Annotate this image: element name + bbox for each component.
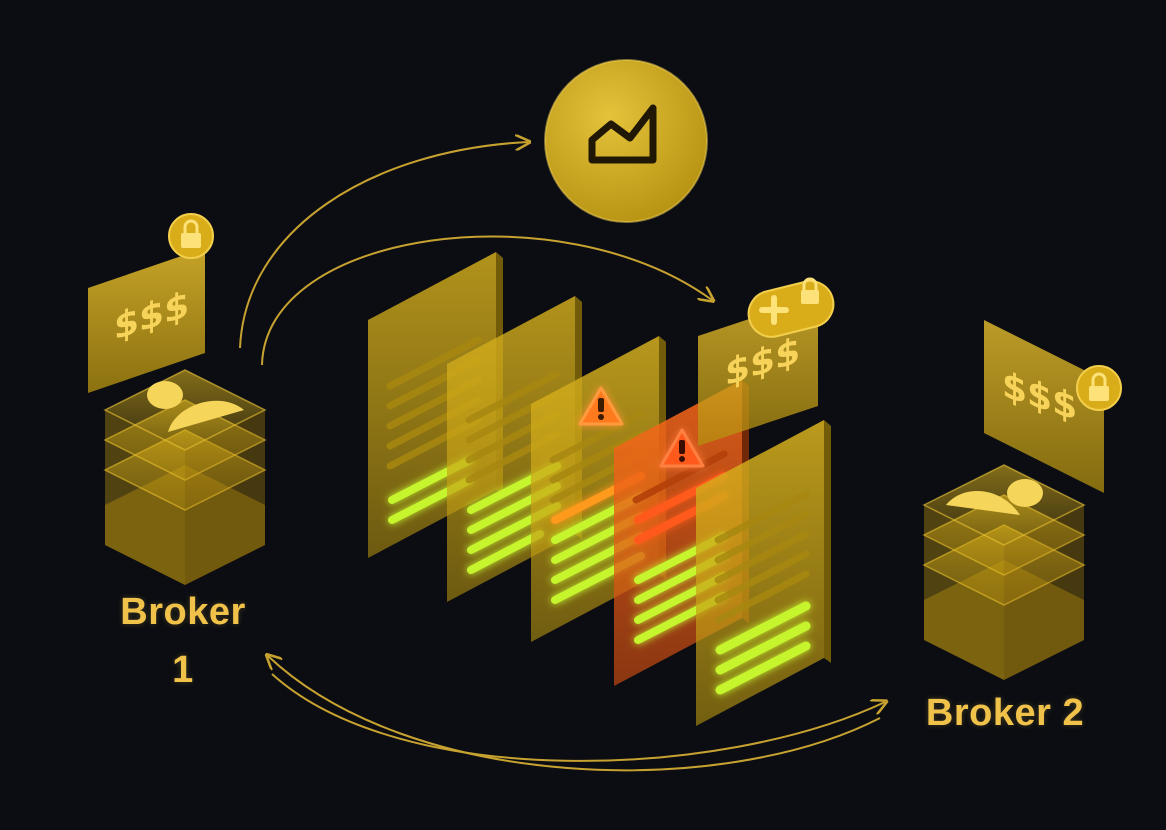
arrow-broker1-to-center-tag	[261, 235, 712, 366]
plus-lock-badge	[747, 277, 835, 338]
warning-icon	[578, 386, 624, 426]
user-icon	[946, 479, 1043, 515]
arrow-broker1-to-broker2	[271, 673, 885, 762]
broker2-label: Broker 2	[925, 692, 1085, 734]
plus-icon	[759, 295, 789, 325]
broker1-label-line2: 1	[172, 649, 194, 691]
broker2-price-tag: $$$	[984, 320, 1122, 493]
lock-icon	[1076, 365, 1122, 411]
broker1-stack	[103, 369, 267, 585]
arrow-broker1-to-chart	[239, 142, 528, 349]
lock-icon	[168, 213, 214, 259]
arrow-broker2-to-broker1	[268, 656, 881, 772]
flow-arrows	[239, 142, 885, 772]
document-stack	[368, 252, 831, 726]
warning-icon	[659, 428, 705, 468]
document-5	[696, 420, 831, 726]
broker1-label: Broker 1	[88, 583, 278, 699]
market-chart-badge	[544, 59, 708, 223]
broker1-price-tag: $$$	[88, 213, 214, 393]
lock-icon	[801, 277, 819, 304]
broker1-label-line1: Broker	[120, 591, 246, 633]
line-chart-icon	[588, 104, 657, 164]
user-icon	[147, 381, 244, 432]
broker2-stack	[922, 464, 1086, 680]
center-price-tag: $$$	[698, 277, 835, 446]
